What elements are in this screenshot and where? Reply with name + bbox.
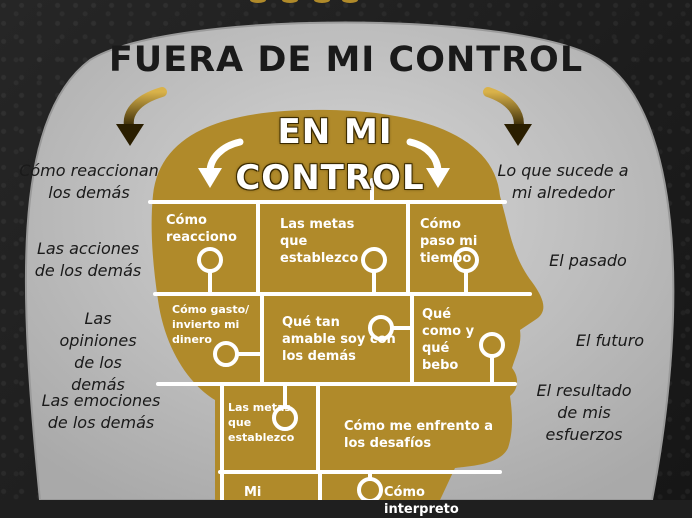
inner-title-line1: EN MI bbox=[277, 112, 393, 152]
piece-metas-top: Las metas que establezco bbox=[280, 217, 359, 266]
puzzle-knobs bbox=[197, 247, 505, 500]
left-outer-arrow bbox=[116, 87, 167, 146]
top-dots bbox=[250, 0, 358, 3]
piece-metas-bottom: Las metas que establezco bbox=[228, 401, 295, 444]
outside-item-acciones: Las acciones de los demás bbox=[34, 239, 142, 280]
piece-dinero: Cómo gasto/ invierto mi dinero bbox=[172, 303, 250, 346]
page-title: FUERA DE MI CONTROL bbox=[108, 40, 584, 80]
inner-right-arrow bbox=[406, 138, 450, 188]
piece-desafios: Cómo me enfrento a los desafíos bbox=[344, 419, 494, 451]
outside-item-resultado: El resultado de mis esfuerzos bbox=[536, 381, 632, 444]
puzzle-lines bbox=[148, 178, 532, 500]
right-outer-arrow bbox=[483, 87, 532, 146]
head-silhouette bbox=[151, 109, 544, 500]
outside-item-pasado: El pasado bbox=[549, 251, 627, 270]
piece-interpreto: Cómo interpreto bbox=[384, 485, 459, 517]
outside-item-emociones: Las emociones de los demás bbox=[41, 391, 161, 432]
piece-reacciono: Cómo reacciono bbox=[166, 213, 237, 245]
piece-mi: Mi bbox=[244, 485, 262, 500]
inner-title-line2: CONTROL bbox=[235, 158, 425, 198]
piece-tiempo: Cómo paso mi tiempo bbox=[420, 217, 478, 266]
piece-amable: Qué tan amable soy con los demás bbox=[282, 315, 396, 364]
scene-graphic bbox=[24, 0, 675, 500]
outside-item-alrededor: Lo que sucede a mi alrededor bbox=[497, 161, 629, 202]
piece-como: Qué como y qué bebo bbox=[422, 307, 475, 373]
outside-item-reacciones: Cómo reaccionan los demás bbox=[19, 161, 159, 202]
outside-item-futuro: El futuro bbox=[575, 331, 645, 350]
outside-item-opiniones: Las opiniones de los demás bbox=[59, 309, 137, 394]
inner-left-arrow bbox=[198, 138, 244, 188]
